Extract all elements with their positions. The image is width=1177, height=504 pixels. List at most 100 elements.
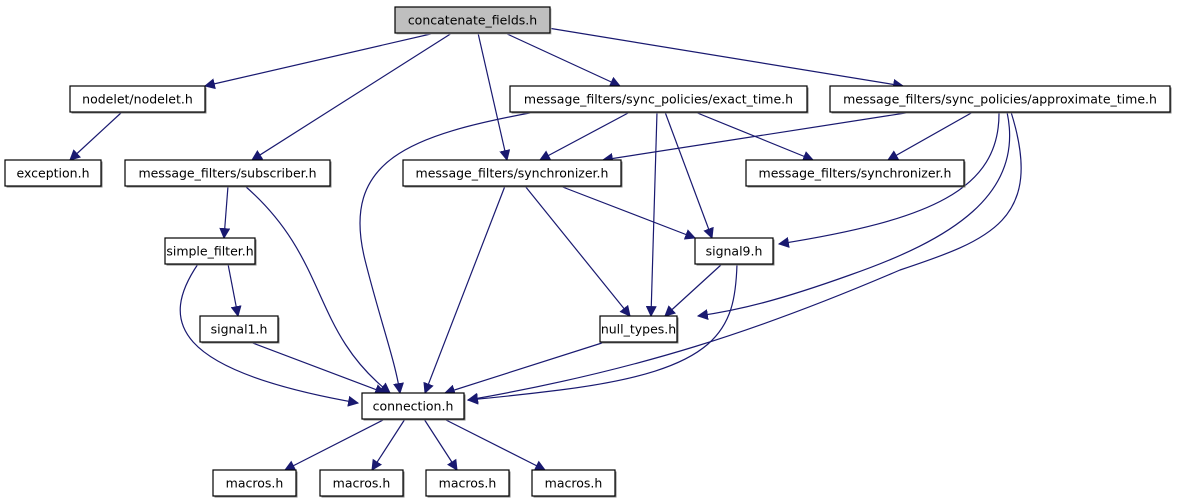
- node-box[interactable]: [509, 85, 808, 113]
- edge-arrow: [443, 341, 606, 396]
- node-exact[interactable]: message_filters/sync_policies/exact_time…: [509, 85, 809, 114]
- edge-arrow: [466, 263, 738, 405]
- edge-approx-to-sync2: [887, 111, 974, 161]
- node-sync2[interactable]: message_filters/synchronizer.h: [745, 159, 966, 188]
- edge-arrow: [179, 263, 360, 407]
- edge-arrow: [696, 111, 1011, 321]
- node-nodelet[interactable]: nodelet/nodelet.h: [69, 85, 207, 114]
- node-label: message_filters/subscriber.h: [138, 166, 316, 181]
- node-label: macros.h: [333, 476, 391, 491]
- edge-simple_filter-to-signal1: [227, 263, 242, 318]
- edge-root-to-approx: [547, 27, 905, 90]
- node-signal9[interactable]: signal9.h: [694, 237, 775, 266]
- edge-connection-to-macros2: [371, 418, 406, 471]
- edge-arrow: [371, 418, 406, 471]
- edge-arrow: [664, 111, 714, 240]
- edge-connection-to-macros4: [443, 418, 546, 471]
- node-label: null_types.h: [601, 322, 676, 337]
- edge-arrow: [443, 418, 546, 471]
- edge-arrow: [284, 418, 386, 471]
- edge-connection-to-macros1: [284, 418, 386, 471]
- edge-sync1-to-signal9: [559, 185, 697, 240]
- edge-root-to-subscriber: [251, 32, 453, 161]
- node-label: macros.h: [545, 476, 603, 491]
- edge-null_types-to-connection: [443, 341, 606, 396]
- edge-arrow: [477, 32, 511, 162]
- node-label: message_filters/sync_policies/exact_time…: [524, 92, 793, 107]
- node-box[interactable]: [212, 469, 297, 497]
- edge-exact-to-sync1: [539, 111, 631, 161]
- edge-arrow: [249, 341, 387, 395]
- edge-arrow: [547, 27, 905, 90]
- node-box[interactable]: [124, 159, 331, 187]
- edge-arrow: [227, 263, 242, 318]
- node-label: simple_filter.h: [166, 244, 253, 259]
- edge-arrow: [559, 185, 697, 240]
- edge-simple_filter-to-connection: [179, 263, 360, 407]
- node-label: connection.h: [373, 399, 454, 414]
- edge-arrow: [664, 263, 723, 317]
- node-label: exception.h: [17, 166, 90, 181]
- edge-arrow: [777, 111, 1000, 248]
- edge-arrow: [244, 185, 391, 394]
- node-label: macros.h: [439, 476, 497, 491]
- edge-arrow: [69, 111, 123, 161]
- edge-arrow: [203, 32, 436, 90]
- node-label: signal9.h: [706, 244, 763, 259]
- node-box[interactable]: [69, 85, 206, 113]
- node-box[interactable]: [829, 85, 1171, 113]
- node-box[interactable]: [694, 237, 774, 265]
- edge-arrow: [645, 111, 658, 318]
- edge-sync1-to-null_types: [524, 185, 631, 317]
- edge-root-to-nodelet: [203, 32, 436, 90]
- edge-root-to-exact: [504, 32, 621, 87]
- node-box[interactable]: [4, 159, 102, 187]
- edge-arrow: [539, 111, 631, 161]
- node-null-types[interactable]: null_types.h: [599, 315, 679, 344]
- node-box[interactable]: [425, 469, 510, 497]
- edge-approx-to-connection: [466, 111, 1022, 404]
- edge-approx-to-signal9: [777, 111, 1000, 248]
- edge-exact-to-connection: [359, 111, 536, 395]
- edge-arrow: [504, 32, 621, 87]
- node-label: message_filters/sync_policies/approximat…: [843, 92, 1157, 107]
- edge-arrow: [887, 111, 974, 161]
- node-macros1[interactable]: macros.h: [212, 469, 298, 498]
- node-box[interactable]: [531, 469, 616, 497]
- edge-arrow: [219, 185, 231, 240]
- node-exception[interactable]: exception.h: [4, 159, 103, 188]
- node-label: signal1.h: [211, 322, 268, 337]
- node-macros2[interactable]: macros.h: [319, 469, 405, 498]
- node-sync1[interactable]: message_filters/synchronizer.h: [402, 159, 623, 188]
- node-label: nodelet/nodelet.h: [82, 92, 193, 107]
- edge-subscriber-to-connection: [244, 185, 391, 394]
- node-box[interactable]: [745, 159, 965, 187]
- node-approx[interactable]: message_filters/sync_policies/approximat…: [829, 85, 1172, 114]
- node-label: macros.h: [226, 476, 284, 491]
- node-box[interactable]: [199, 315, 279, 343]
- edge-approx-to-null_types: [696, 111, 1011, 321]
- node-box[interactable]: [402, 159, 622, 187]
- node-simple-filter[interactable]: simple_filter.h: [164, 237, 257, 266]
- root-node: concatenate_fields.h: [394, 6, 552, 35]
- node-connection[interactable]: connection.h: [361, 392, 466, 421]
- edge-arrow: [251, 32, 453, 161]
- node-macros4[interactable]: macros.h: [531, 469, 617, 498]
- edge-connection-to-macros3: [423, 418, 458, 471]
- node-box[interactable]: [164, 237, 256, 265]
- edge-signal1-to-connection: [249, 341, 387, 395]
- node-subscriber[interactable]: message_filters/subscriber.h: [124, 159, 332, 188]
- node-macros3[interactable]: macros.h: [425, 469, 511, 498]
- node-box[interactable]: [319, 469, 404, 497]
- node-box[interactable]: [599, 315, 678, 343]
- edge-exact-to-null_types: [645, 111, 658, 318]
- node-box[interactable]: [361, 392, 465, 420]
- nodes-layer: concatenate_fields.h nodelet/nodelet.h mes…: [4, 6, 1172, 498]
- node-signal1[interactable]: signal1.h: [199, 315, 280, 344]
- edges-layer: [69, 27, 1022, 471]
- node-label: message_filters/synchronizer.h: [416, 166, 609, 181]
- edge-arrow: [466, 111, 1022, 404]
- edge-sync1-to-connection: [423, 185, 506, 395]
- edge-signal9-to-null_types: [664, 263, 723, 317]
